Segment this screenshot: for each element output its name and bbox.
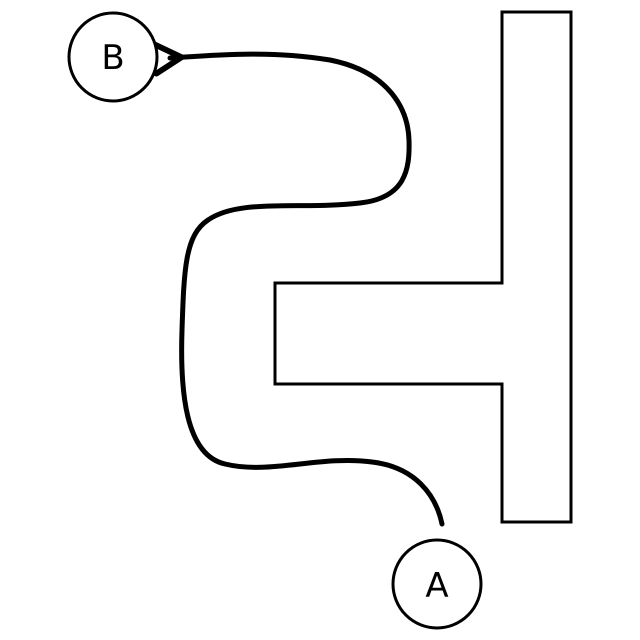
node-b-label: B bbox=[101, 38, 124, 78]
node-a: A bbox=[393, 540, 481, 628]
t-shaped-obstacle bbox=[275, 12, 571, 522]
node-a-label: A bbox=[425, 566, 448, 606]
node-b: B bbox=[69, 13, 157, 101]
